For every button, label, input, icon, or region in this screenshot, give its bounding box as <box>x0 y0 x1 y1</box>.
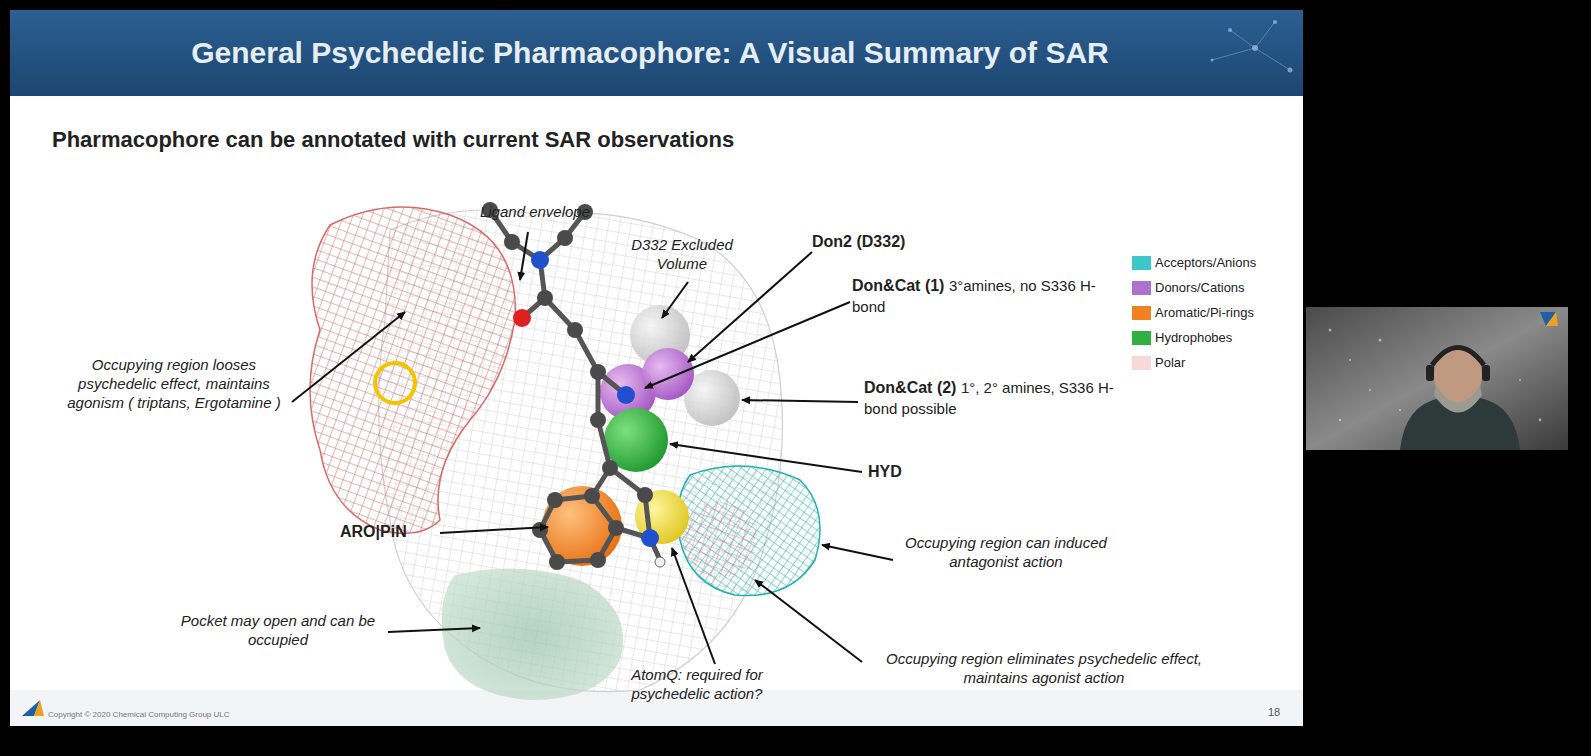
legend-text: Acceptors/Anions <box>1155 255 1256 270</box>
feature-annotation: Don&Cat (2) 1°, 2° amines, S336 H-bond p… <box>864 378 1114 420</box>
annotation: Pocket may open and can be occupied <box>168 612 388 650</box>
slide-title: General Psychedelic Pharmacophore: A Vis… <box>40 36 1260 70</box>
annotation: Occupying region can induced antagonist … <box>896 534 1116 572</box>
annotation: Occupying region eliminates psychedelic … <box>864 650 1224 688</box>
feature-label: ARO|PiN <box>340 522 440 542</box>
legend-swatch <box>1132 256 1151 270</box>
legend-text: Hydrophobes <box>1155 330 1232 345</box>
legend-swatch <box>1132 356 1151 370</box>
legend-row: Polar <box>1132 350 1292 375</box>
legend-swatch <box>1132 331 1151 345</box>
feature-label: HYD <box>868 462 948 482</box>
copyright: Copyright © 2020 Chemical Computing Grou… <box>48 710 348 720</box>
feature-annotation: Don&Cat (1) 3°amines, no S336 H-bond <box>852 276 1102 318</box>
annotation: AtomQ: required for psychedelic action? <box>612 666 782 704</box>
legend-row: Hydrophobes <box>1132 325 1292 350</box>
legend-row: Donors/Cations <box>1132 275 1292 300</box>
legend-text: Polar <box>1155 355 1185 370</box>
legend-swatch <box>1132 281 1151 295</box>
annotation: D332 Excluded Volume <box>612 236 752 274</box>
bullet-text: Pharmacophore can be annotated with curr… <box>52 126 1052 154</box>
legend-row: Acceptors/Anions <box>1132 250 1292 275</box>
page-number: 18 <box>1268 706 1298 720</box>
legend-text: Donors/Cations <box>1155 280 1245 295</box>
legend-text: Aromatic/Pi-rings <box>1155 305 1254 320</box>
feature-label: Don&Cat (1) <box>852 277 944 294</box>
annotation: Occupying region looses psychedelic effe… <box>60 356 288 412</box>
feature-label: Don&Cat (2) <box>864 379 956 396</box>
legend-swatch <box>1132 306 1151 320</box>
feature-label: Don2 (D332) <box>812 232 992 252</box>
annotation: Ligand envelope <box>450 203 620 222</box>
legend: Acceptors/AnionsDonors/CationsAromatic/P… <box>1132 250 1292 375</box>
legend-row: Aromatic/Pi-rings <box>1132 300 1292 325</box>
